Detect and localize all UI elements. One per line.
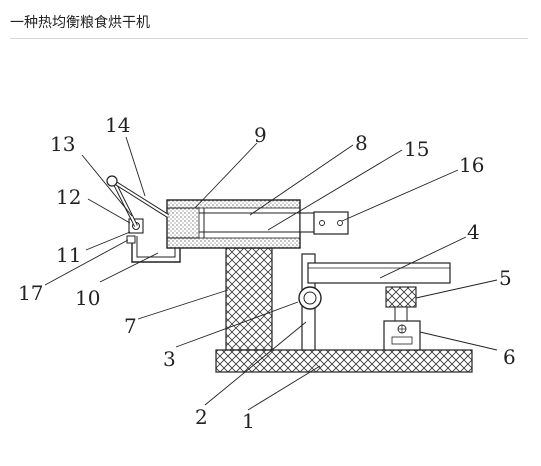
label-4: 4	[467, 220, 480, 244]
l-bracket	[131, 236, 181, 263]
rod-bracket	[313, 211, 349, 235]
tray	[307, 262, 451, 284]
page-header: 一种热均衡粮食烘干机	[10, 10, 528, 39]
support-column	[225, 247, 273, 351]
base-plate	[215, 349, 473, 373]
push-rod	[299, 212, 315, 233]
clamp	[126, 235, 136, 244]
label-6: 6	[503, 345, 516, 369]
label-11: 11	[56, 243, 81, 267]
label-2: 2	[195, 405, 208, 429]
drying-box-insulation-bottom	[166, 237, 301, 249]
roller-hub	[303, 291, 317, 305]
page-title: 一种热均衡粮食烘干机	[10, 15, 150, 31]
handle-knob	[106, 175, 118, 187]
label-7: 7	[124, 314, 137, 338]
spring	[385, 286, 417, 308]
label-17: 17	[18, 281, 43, 305]
label-12: 12	[56, 185, 81, 209]
label-1: 1	[242, 409, 255, 433]
label-8: 8	[355, 131, 368, 155]
label-10: 10	[75, 286, 100, 310]
motor-panel	[391, 336, 413, 345]
label-16: 16	[459, 153, 484, 177]
label-15: 15	[404, 137, 429, 161]
drying-box-insulation-top	[166, 199, 301, 209]
label-5: 5	[499, 266, 512, 290]
spring-connector	[394, 306, 408, 322]
label-9: 9	[254, 123, 267, 147]
label-14: 14	[105, 113, 130, 137]
leader-lines	[44, 136, 498, 411]
label-13: 13	[50, 132, 75, 156]
drying-box-insulation-left	[166, 207, 200, 239]
label-3: 3	[163, 347, 176, 371]
